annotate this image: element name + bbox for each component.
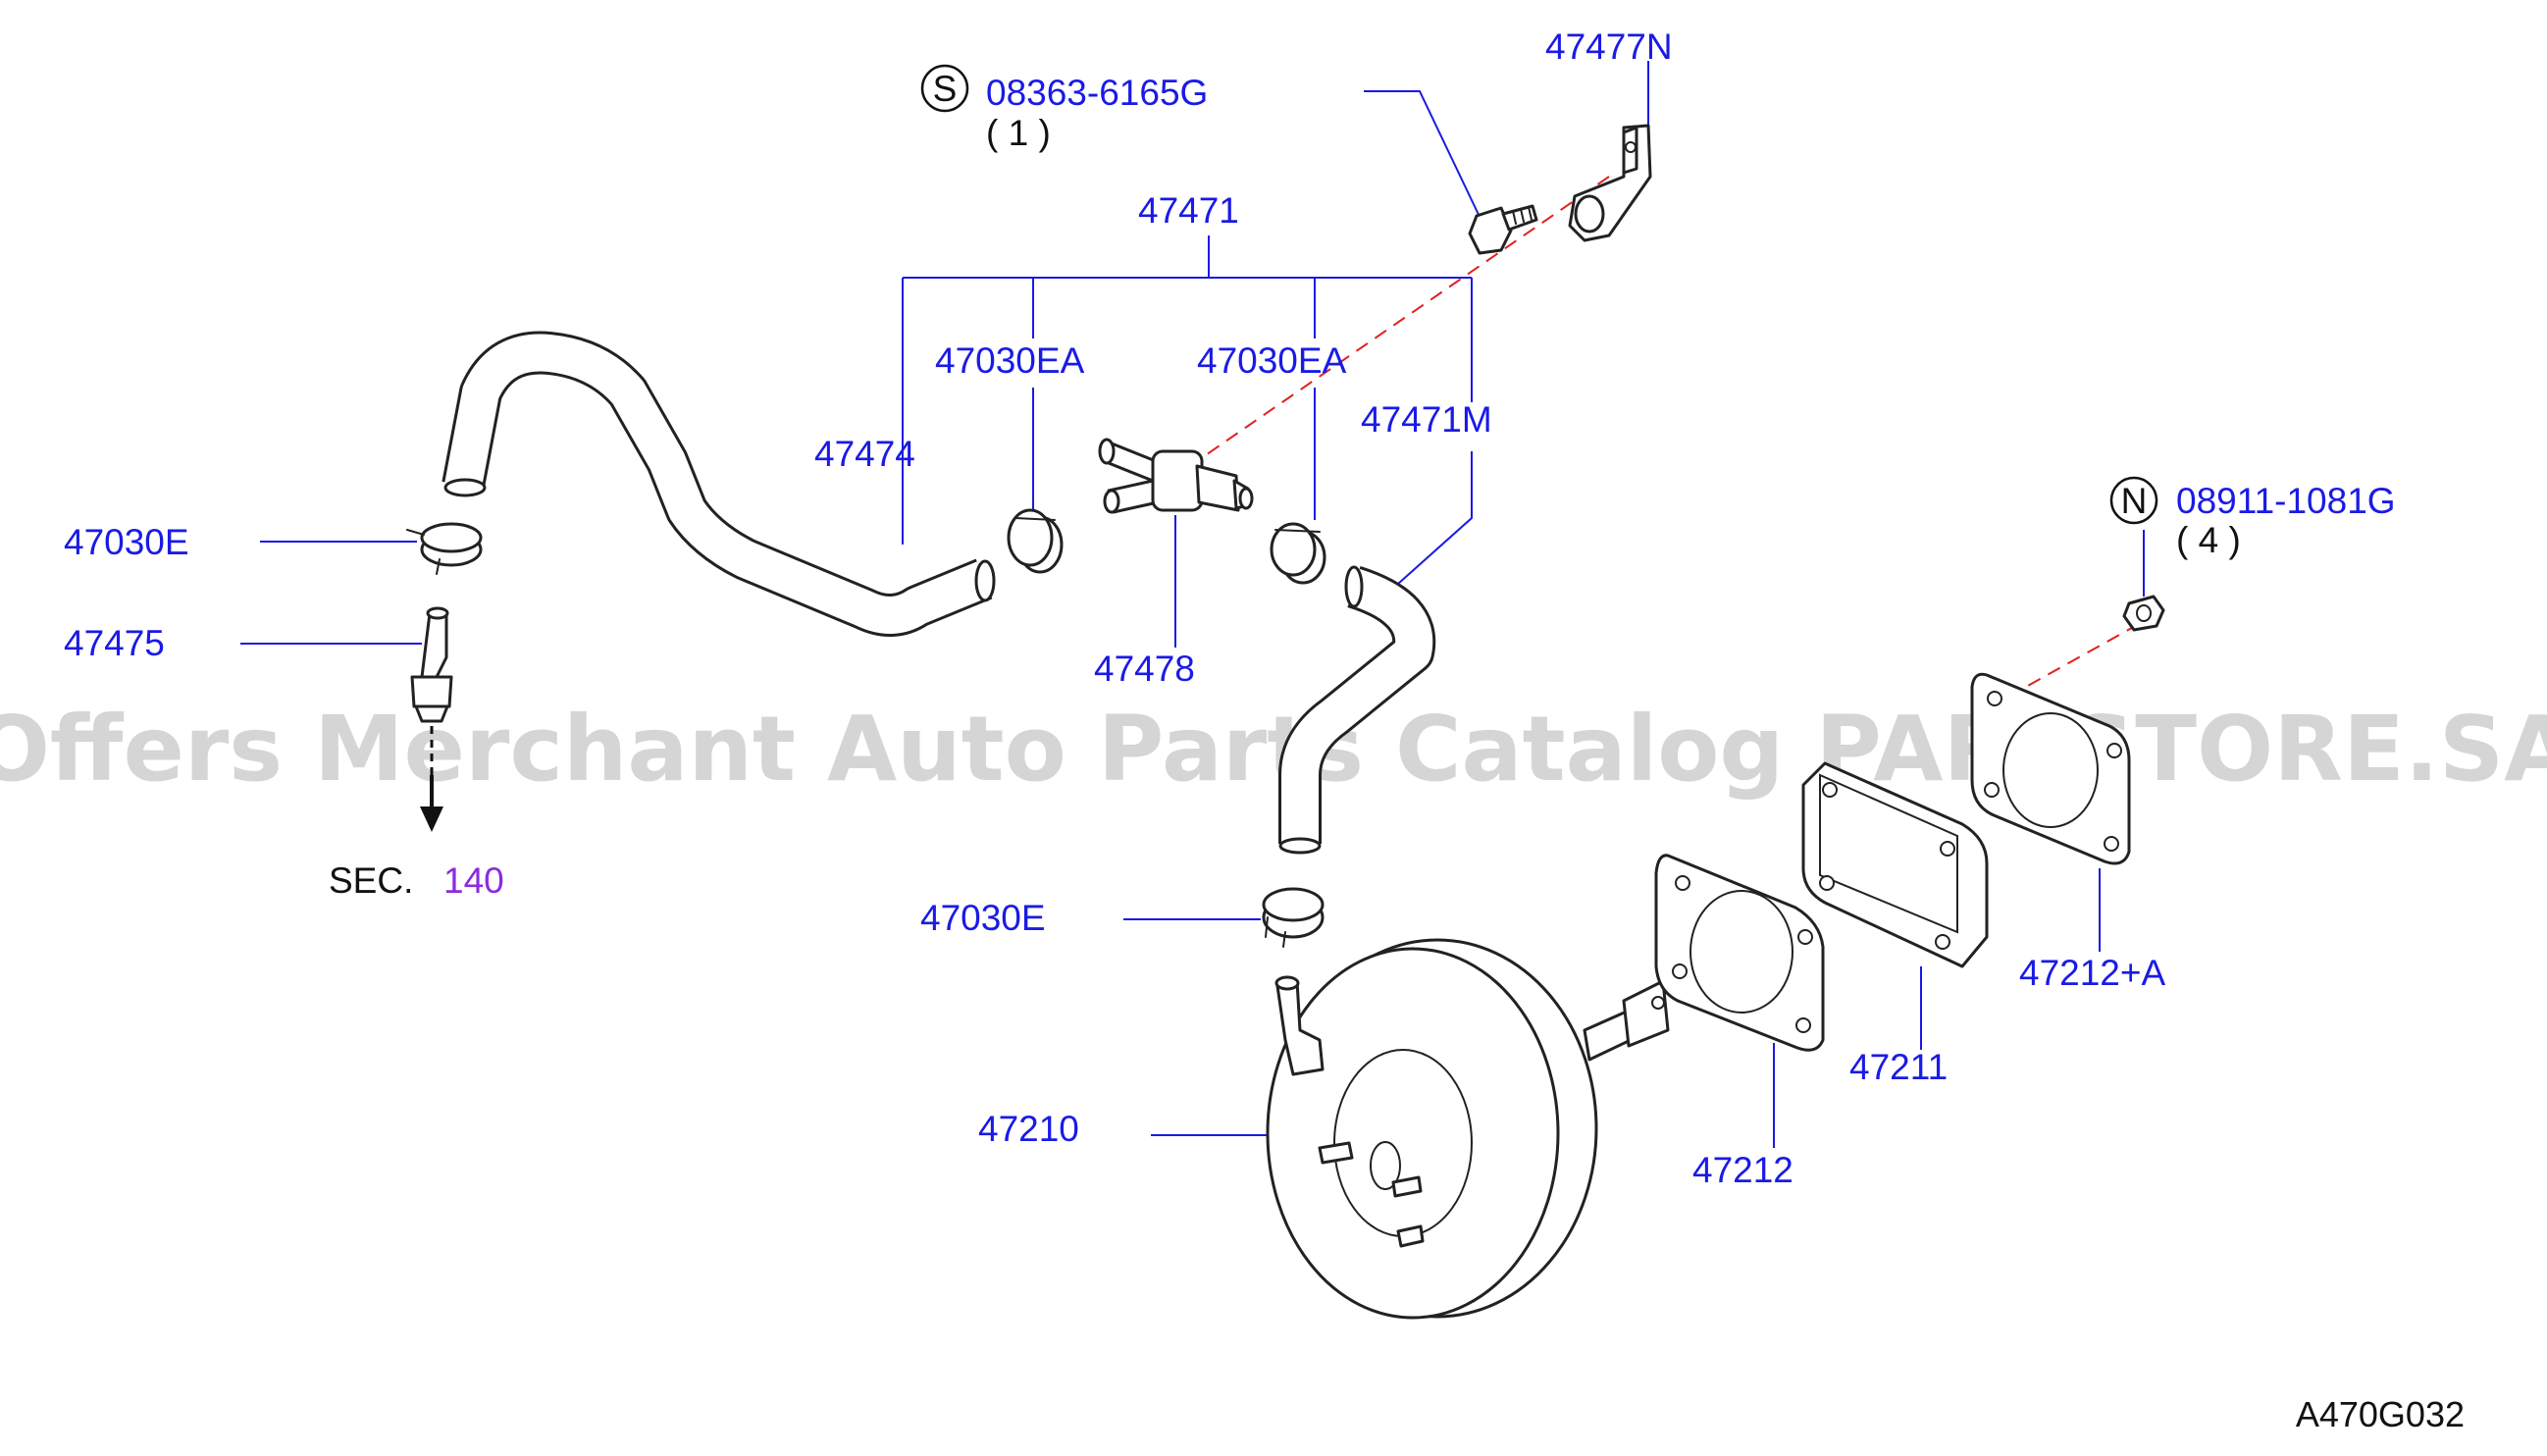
label-bolt-code[interactable]: 08363-6165G [986, 73, 1208, 113]
clamp-47030e-lower-drawing [1262, 887, 1325, 948]
label-gasket-1[interactable]: 47212 [1692, 1150, 1793, 1190]
clamp-47030ea-left-drawing [1007, 508, 1064, 574]
label-check-valve[interactable]: 47478 [1094, 649, 1195, 689]
label-booster[interactable]: 47210 [978, 1109, 1079, 1149]
hose-47471m-drawing [1278, 565, 1436, 855]
label-connector[interactable]: 47475 [64, 623, 165, 663]
clamp-47030ea-right-drawing [1270, 522, 1326, 585]
bolt-symbol-circle [920, 64, 969, 113]
label-spacer[interactable]: 47211 [1849, 1047, 1948, 1087]
connector-47475-drawing [410, 606, 453, 723]
label-clamp-e-lower[interactable]: 47030E [920, 898, 1046, 938]
leader-lines [240, 61, 2145, 1148]
nut-08911-drawing [2122, 595, 2165, 632]
bolt-symbol-letter: S [933, 69, 958, 109]
label-clamp-ea-left[interactable]: 47030EA [935, 340, 1085, 381]
gasket-47212-drawing [1654, 854, 1825, 1052]
label-clamp-ea-right[interactable]: 47030EA [1197, 340, 1347, 381]
label-bracket[interactable]: 47477N [1545, 26, 1673, 67]
label-bolt-qty: ( 1 ) [986, 113, 1051, 153]
nut-symbol-letter: N [2121, 481, 2148, 521]
section-number-link[interactable]: 140 [443, 860, 504, 901]
label-hose-left[interactable]: 47474 [814, 434, 915, 474]
diagram-code: A470G032 [2296, 1394, 2465, 1434]
centerline-bracket-valve [1196, 176, 1610, 462]
label-nut-code[interactable]: 08911-1081G [2176, 481, 2396, 521]
section-prefix: SEC. [329, 860, 413, 901]
label-hose-assembly[interactable]: 47471 [1138, 190, 1239, 231]
bracket-47477n-drawing [1568, 124, 1652, 242]
nut-symbol-circle [2109, 476, 2158, 525]
clamp-47030e-left-drawing [406, 522, 483, 575]
centerline-nut-gasket [2025, 623, 2140, 688]
booster-47210-drawing [1266, 938, 1670, 1320]
gasket-47212a-drawing [1970, 672, 2131, 865]
section-arrow [420, 726, 443, 832]
label-hose-main[interactable]: 47471M [1361, 399, 1492, 440]
check-valve-47478-drawing [1098, 438, 1254, 514]
label-clamp-e-left[interactable]: 47030E [64, 522, 189, 562]
label-nut-qty: ( 4 ) [2176, 520, 2241, 560]
bolt-08363-drawing [1468, 204, 1538, 255]
label-gasket-2[interactable]: 47212+A [2019, 953, 2165, 993]
spacer-47211-drawing [1801, 761, 1989, 968]
hose-47474-drawing [442, 331, 996, 637]
watermark-text: Offers Merchant Auto Parts Catalog PARTS… [0, 697, 2547, 802]
